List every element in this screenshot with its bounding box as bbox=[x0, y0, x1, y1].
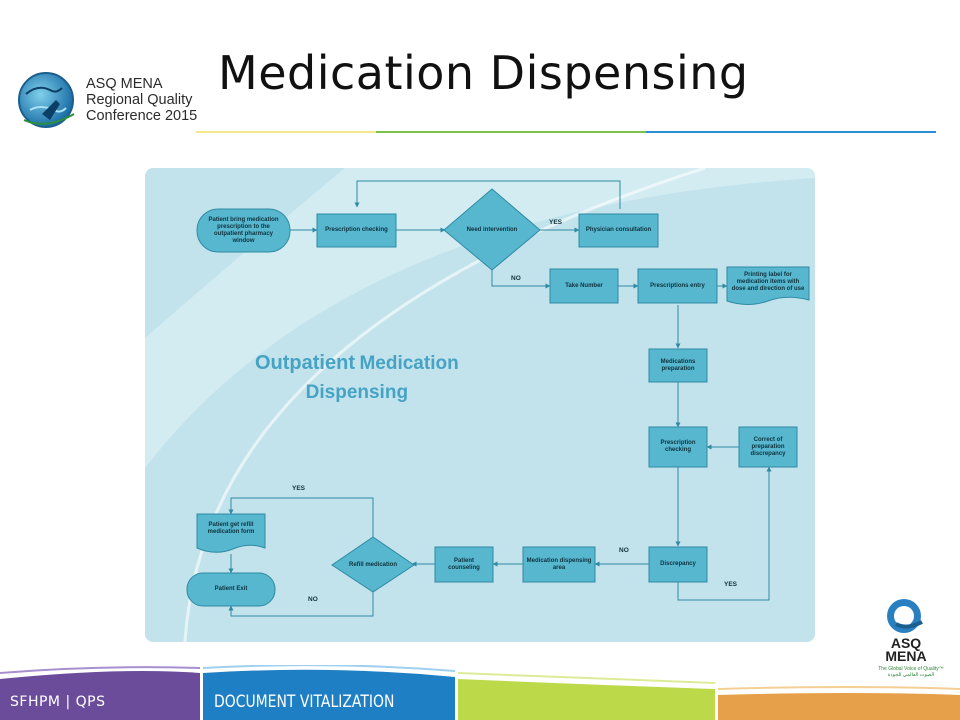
node-prescription-checking-1-shape bbox=[316, 213, 397, 248]
node-medication-dispensing-area-shape bbox=[522, 546, 596, 583]
footer-middle-label: DOCUMENT VITALIZATION bbox=[214, 692, 395, 712]
flowchart-shapes bbox=[145, 168, 815, 642]
node-need-intervention-shape bbox=[443, 188, 541, 271]
edge-label-yes-refill: YES bbox=[292, 485, 306, 492]
diagram-heading-line2: Dispensing bbox=[305, 382, 409, 403]
node-take-number-shape bbox=[549, 268, 619, 304]
asq-q-icon bbox=[887, 599, 923, 633]
edge-label-yes-discrepancy: YES bbox=[724, 581, 738, 588]
background-swoosh bbox=[145, 168, 815, 468]
node-printing-label-shape bbox=[726, 266, 810, 305]
conf-line-2: Regional Quality bbox=[86, 92, 193, 108]
connectors bbox=[228, 180, 772, 617]
node-patient-bring-shape bbox=[196, 208, 291, 253]
node-patient-refill-form-shape bbox=[196, 513, 266, 553]
node-correct-discrepancy-shape bbox=[738, 426, 798, 468]
asq-name-line1: ASQ bbox=[890, 635, 922, 651]
diagram-heading-part2: Medication bbox=[359, 353, 459, 374]
node-medications-preparation-shape bbox=[648, 348, 708, 383]
footer-left-label: SFHPM | QPS bbox=[10, 694, 106, 710]
node-prescriptions-entry-shape bbox=[637, 268, 718, 304]
asq-tagline: The Global Voice of Quality™ bbox=[878, 666, 944, 672]
edge-label-yes-intervention: YES bbox=[549, 219, 563, 226]
title-rule-yellow bbox=[196, 131, 376, 133]
footer-band bbox=[0, 665, 960, 720]
node-patient-counseling-shape bbox=[434, 546, 494, 583]
diagram-heading: Outpatient Medication Dispensing bbox=[255, 349, 459, 407]
title-rule-blue bbox=[646, 131, 936, 133]
slide-title: Medication Dispensing bbox=[218, 46, 749, 100]
node-patient-exit-shape bbox=[186, 572, 276, 607]
node-discrepancy-shape bbox=[648, 546, 708, 583]
asq-name-line2: MENA bbox=[885, 648, 927, 664]
diagram-heading-part1: Outpatient bbox=[255, 352, 355, 374]
node-physician-consultation-shape bbox=[578, 213, 659, 248]
conf-line-3: Conference 2015 bbox=[86, 108, 198, 124]
edge-label-no-discrepancy: NO bbox=[619, 547, 629, 554]
conf-line-1: ASQ MENA bbox=[86, 76, 163, 92]
edge-label-no-refill: NO bbox=[308, 596, 318, 603]
node-prescription-checking-2-shape bbox=[648, 426, 708, 468]
asq-tagline-arabic: الصوت العالمي للجودة bbox=[887, 672, 935, 678]
edge-label-no-intervention: NO bbox=[511, 275, 521, 282]
background-swoosh-2 bbox=[183, 168, 706, 642]
globe-icon bbox=[18, 72, 75, 128]
title-rule-green bbox=[376, 131, 646, 133]
flowchart-panel: Patient bring medication prescription to… bbox=[145, 168, 815, 642]
node-refill-medication-shape bbox=[331, 536, 415, 593]
